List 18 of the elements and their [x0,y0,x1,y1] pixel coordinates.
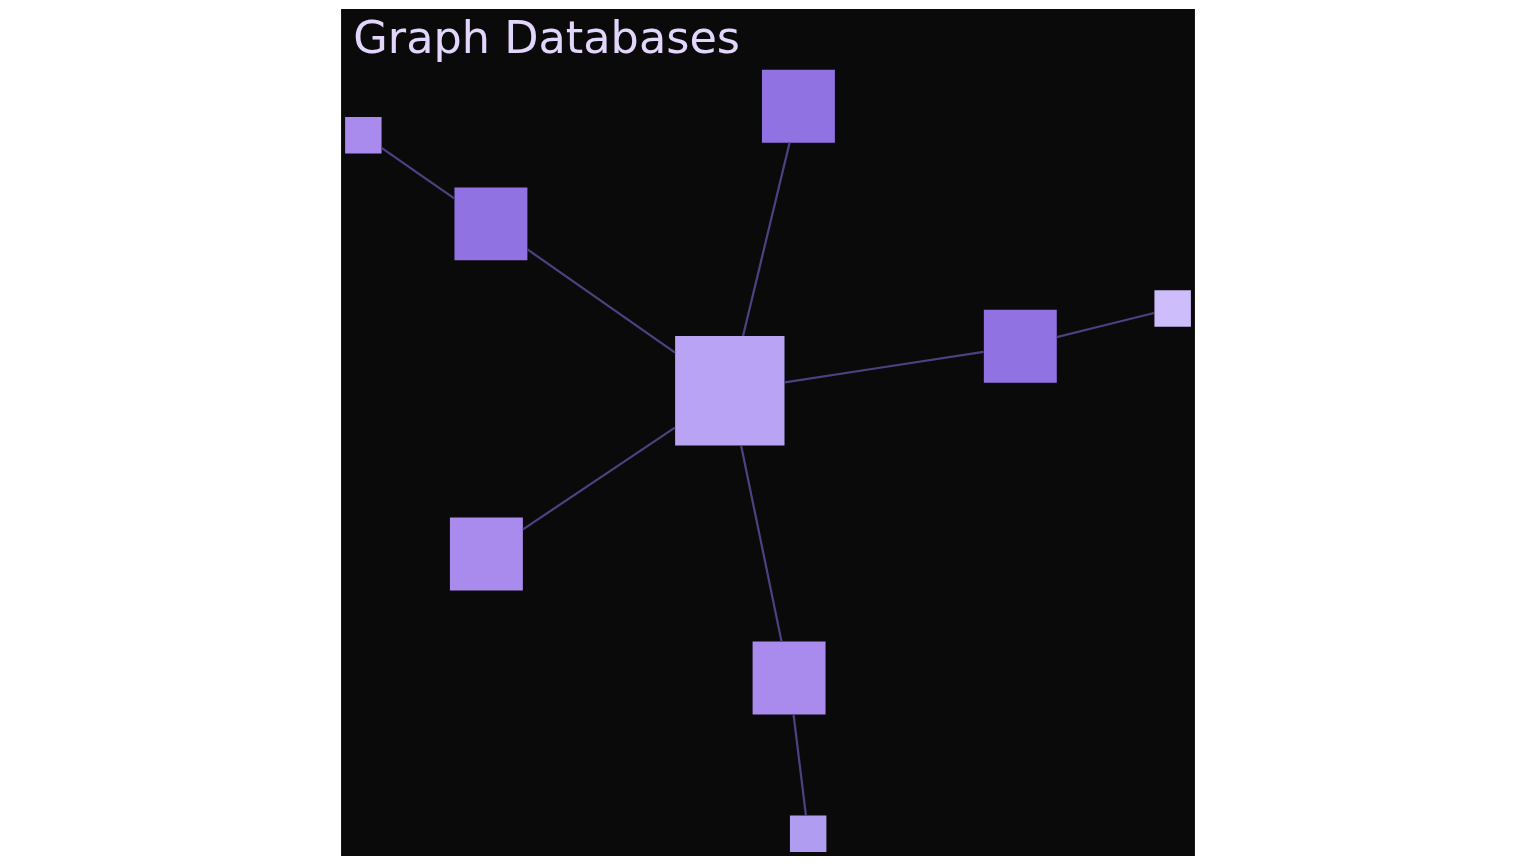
node-box [789,815,827,852]
connector [381,146,455,199]
node-box [449,516,523,590]
connector [792,713,807,815]
connector [741,142,791,336]
connector [522,426,676,530]
diagram-title: Graph Databases [353,11,741,64]
node-box [454,186,528,260]
connector [526,248,676,353]
node-box [345,116,382,153]
node-box [752,641,826,714]
node-box [761,69,835,143]
connector [1056,311,1155,338]
node-box [983,309,1057,383]
node-box [1154,289,1191,327]
connector [740,445,783,642]
connector [784,350,984,383]
node-box [675,335,785,445]
